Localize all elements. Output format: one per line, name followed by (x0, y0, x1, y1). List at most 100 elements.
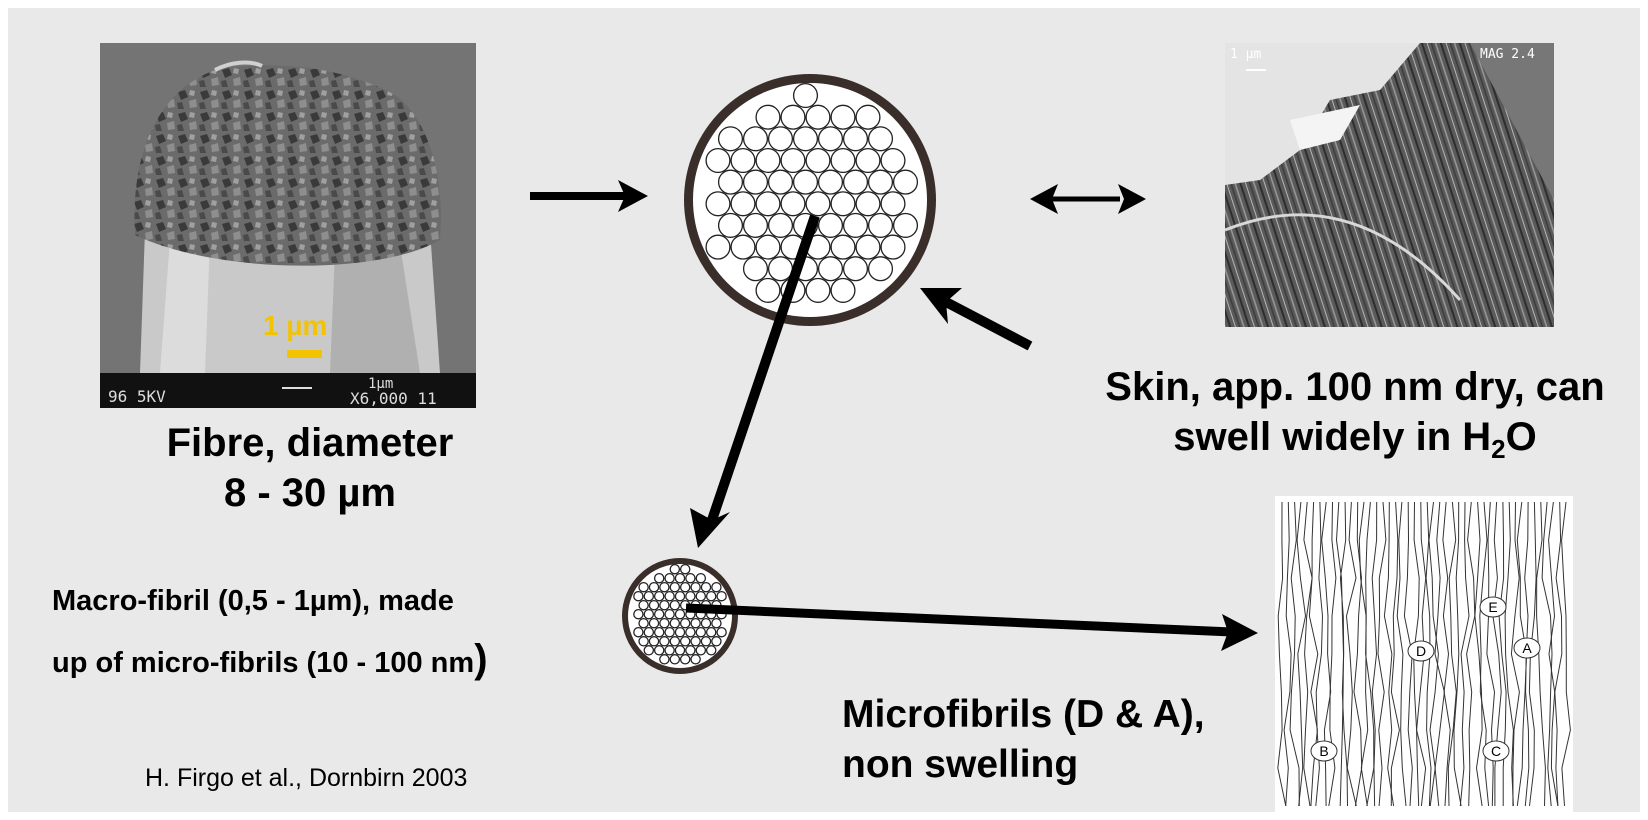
microfibril-circle (665, 574, 674, 583)
microfibril-circle (686, 628, 695, 637)
microfibril-circle (675, 610, 684, 619)
microfibril-circle (649, 619, 658, 628)
citation: H. Firgo et al., Dornbirn 2003 (145, 764, 467, 793)
fibril-circle (856, 235, 880, 259)
microfibril-circle (707, 592, 716, 601)
fibril-circle (856, 149, 880, 173)
fibril-circle (844, 214, 868, 238)
skin-caption-subscript: 2 (1491, 434, 1505, 464)
fibril-circle (719, 214, 743, 238)
skin-caption-line2-text: swell widely in H (1173, 415, 1491, 459)
microfibril-circle (691, 655, 700, 664)
fibril-circle (781, 192, 805, 216)
fibril-circle (856, 105, 880, 129)
microfibril-circle (675, 574, 684, 583)
fibril-circle (744, 257, 768, 281)
fibril-circle (869, 257, 893, 281)
fibril-circle (869, 214, 893, 238)
microfibril-circle (707, 646, 716, 655)
fibril-circle (769, 257, 793, 281)
fibre-caption-line1: Fibre, diameter (110, 418, 510, 468)
microfibril-circle (696, 592, 705, 601)
microfibril-circle (655, 574, 664, 583)
microfibril-circle (701, 619, 710, 628)
scale-bar (287, 350, 322, 358)
fibril-circle (794, 84, 818, 108)
fibril-circle (744, 127, 768, 151)
fibril-circle (881, 149, 905, 173)
microfibril-circle (655, 610, 664, 619)
microfibril-circle (644, 628, 653, 637)
microfibril-circle (670, 619, 679, 628)
macro-caption-line2-text: up of micro-fibrils (10 - 100 nm (52, 647, 474, 679)
microfibril-circle (634, 592, 643, 601)
fibre-cross-section-diagram (684, 74, 936, 326)
microfibril-circle (639, 637, 648, 646)
microfibril-circle (665, 610, 674, 619)
microfibril-circle (660, 601, 669, 610)
fibril-circle (744, 170, 768, 194)
fibril-circle (744, 214, 768, 238)
fibre-caption: Fibre, diameter 8 - 30 µm (110, 418, 510, 518)
arrow-fibre-to-section (530, 180, 648, 212)
microfibril-circle (660, 583, 669, 592)
fibril-circle (844, 170, 868, 194)
microfibril-circle (660, 655, 669, 664)
fibril-circle (806, 279, 830, 303)
fibril-circle (769, 214, 793, 238)
sem-skin-image: 1 µm MAG 2.4 (1225, 43, 1554, 327)
microfibril-circle (712, 637, 721, 646)
microfibril-label: B (1319, 743, 1328, 759)
microfibril-caption: Microfibrils (D & A), non swelling (842, 690, 1205, 790)
macro-caption-line1: Macro-fibril (0,5 - 1µm), made (52, 572, 488, 630)
microfibril-circle (649, 583, 658, 592)
sem-skin-corner-right: MAG 2.4 (1480, 47, 1535, 62)
fibril-circle (731, 235, 755, 259)
fibril-circle (794, 127, 818, 151)
fibril-circle (844, 257, 868, 281)
microfibril-circle (701, 637, 710, 646)
scale-bar-label: 1 µm (263, 310, 327, 341)
fibril-circle (844, 127, 868, 151)
fibril-circle (819, 170, 843, 194)
microfibril-circle (681, 619, 690, 628)
fibril-circle (856, 192, 880, 216)
microfibril-circle (686, 592, 695, 601)
fibril-circle (806, 192, 830, 216)
fibril-circle (831, 192, 855, 216)
skin-caption-line2: swell widely in H2O (1075, 412, 1635, 462)
microfibril-label: A (1522, 640, 1532, 656)
fibril-circle (781, 149, 805, 173)
microfibril-circle (670, 637, 679, 646)
fibril-circle (731, 149, 755, 173)
fibril-circle (881, 235, 905, 259)
fibril-circle (719, 170, 743, 194)
fibril-circle (831, 105, 855, 129)
fibril-circle (731, 192, 755, 216)
fibril-circle (756, 235, 780, 259)
fibril-circle (819, 257, 843, 281)
microfibril-label: D (1416, 643, 1426, 659)
microfibril-circle (634, 628, 643, 637)
arrow-skin-to-section (920, 288, 1030, 346)
fibril-circle (819, 127, 843, 151)
double-arrow-skin (1030, 184, 1146, 214)
microfibril-circle (675, 646, 684, 655)
microfibril-circle (691, 583, 700, 592)
microfibril-circle (655, 628, 664, 637)
fibril-circle (719, 127, 743, 151)
fibril-circle (769, 170, 793, 194)
fibril-circle (756, 192, 780, 216)
fibril-circle (831, 235, 855, 259)
microfibril-circle (649, 637, 658, 646)
skin-caption: Skin, app. 100 nm dry, can swell widely … (1075, 362, 1635, 462)
fibril-circle (831, 279, 855, 303)
microfibril-circle (691, 619, 700, 628)
microfibril-circle (686, 574, 695, 583)
fibril-circle (706, 149, 730, 173)
microfibril-circle (660, 619, 669, 628)
microfibril-circle (655, 592, 664, 601)
microfibril-circle (670, 655, 679, 664)
microfibril-circle (691, 637, 700, 646)
microfibril-circle (707, 628, 716, 637)
